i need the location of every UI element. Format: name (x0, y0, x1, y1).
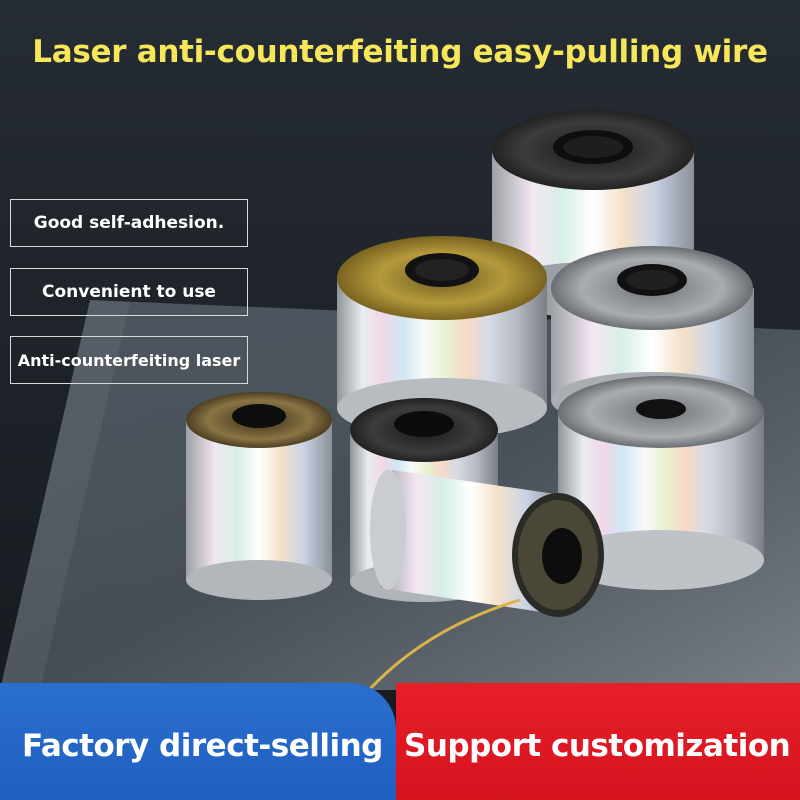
banner-right (396, 683, 800, 800)
feature-label-self-adhesion: Good self-adhesion. (10, 199, 248, 247)
roll-front-right (558, 376, 764, 590)
banner-factory-direct: Factory direct-selling (22, 728, 383, 764)
roll-lying (358, 470, 604, 701)
headline: Laser anti-counterfeiting easy-pulling w… (32, 34, 768, 70)
feature-label-anti-counterfeiting: Anti-counterfeiting laser (10, 336, 248, 384)
feature-label-convenient: Convenient to use (10, 268, 248, 316)
banner-left (0, 683, 396, 800)
banner-support-customization: Support customization (404, 728, 791, 764)
roll-left-bronze (186, 392, 332, 600)
roll-gold (337, 236, 547, 438)
